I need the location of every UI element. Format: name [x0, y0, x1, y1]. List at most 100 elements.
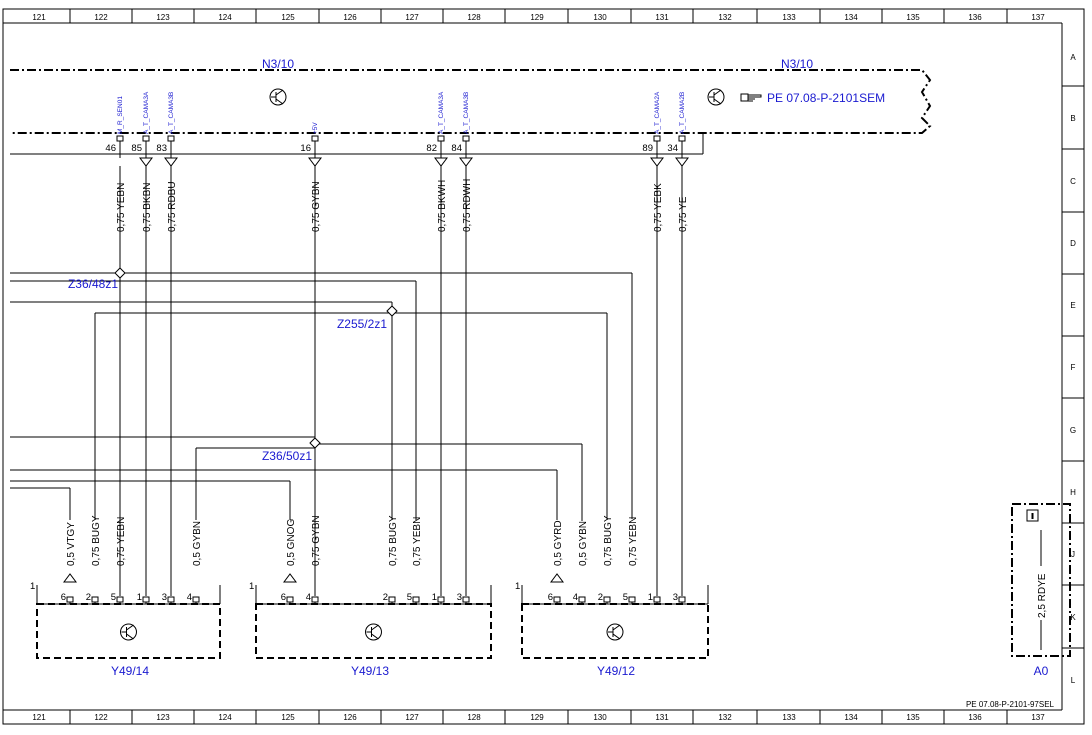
pin-socket: [653, 135, 661, 142]
column-label-top: 137: [1031, 13, 1045, 22]
shield-arrow: [139, 157, 153, 167]
ground-wire-label: 2,5 RDYE: [1037, 573, 1048, 618]
pin-signal-label: M_R_SEN01: [117, 96, 124, 134]
connector-pin-number: 6: [61, 592, 66, 603]
pin-signal-label: +5V: [312, 122, 319, 134]
wire-label: 0,75 YEBN: [116, 183, 127, 232]
wire-label: 0,5 GYBN: [578, 521, 589, 566]
wire-label: 0,75 BUGY: [603, 515, 614, 566]
pin-socket: [462, 135, 470, 142]
column-label-bottom: 123: [156, 713, 170, 722]
wire-label: 0,75 BKWH: [437, 180, 448, 232]
connector-pin: [167, 596, 175, 603]
transistor-circle: [120, 623, 137, 641]
splice-node: [114, 267, 126, 279]
shield-arrow: [550, 573, 564, 583]
wire-label: 0,75 RDWH: [462, 179, 473, 232]
column-label-top: 134: [844, 13, 858, 22]
column-label-bottom: 131: [655, 713, 669, 722]
column-label-top: 127: [405, 13, 419, 22]
connector-pin: [678, 596, 686, 603]
column-label-top: 131: [655, 13, 669, 22]
connector-pin: [91, 596, 99, 603]
column-label-bottom: 128: [467, 713, 481, 722]
connector-marker: 1: [249, 581, 254, 592]
wire-label: 0,75 YEBN: [412, 517, 423, 566]
connector-pin: [66, 596, 74, 603]
connector-pin-number: 4: [573, 592, 578, 603]
column-label-top: 123: [156, 13, 170, 22]
connector-pin-number: 3: [673, 592, 678, 603]
connector-pin-number: 4: [306, 592, 311, 603]
connector-pin-number: 6: [281, 592, 286, 603]
column-label-bottom: 137: [1031, 713, 1045, 722]
pin-signal-label: A_T_CAMA3A: [438, 91, 445, 134]
connector-pin-number: 4: [187, 592, 192, 603]
pin-socket: [142, 135, 150, 142]
transistor-circle: [365, 623, 382, 641]
row-label: E: [1070, 301, 1075, 310]
pin-number: 34: [667, 143, 678, 154]
transistor-icon: [120, 623, 137, 641]
connector-body: [36, 603, 221, 659]
connector-pin: [388, 596, 396, 603]
column-label-top: 132: [718, 13, 732, 22]
column-label-bottom: 134: [844, 713, 858, 722]
pin-number: 85: [131, 143, 142, 154]
connector-pin: [286, 596, 294, 603]
module-n3-10-outline: [10, 69, 932, 134]
splice-label: Z36/50z1: [262, 449, 312, 463]
info-icon: [1026, 509, 1039, 522]
row-label: L: [1071, 676, 1076, 685]
row-label: G: [1070, 426, 1076, 435]
pin-socket: [311, 135, 319, 142]
connector-pin-number: 1: [137, 592, 142, 603]
column-label-bottom: 122: [94, 713, 108, 722]
column-label-bottom: 124: [218, 713, 232, 722]
connector-pin-number: 6: [548, 592, 553, 603]
pin-number: 84: [451, 143, 462, 154]
connector-name: Y49/12: [597, 664, 635, 678]
pin-number: 82: [426, 143, 437, 154]
transistor-icon: [707, 88, 725, 106]
column-label-top: 130: [593, 13, 607, 22]
connector-pin: [553, 596, 561, 603]
shield-arrow: [308, 157, 322, 167]
connector-pin: [311, 596, 319, 603]
column-label-top: 125: [281, 13, 295, 22]
module-pin: A_T_CAMA3A 82: [426, 91, 448, 167]
pin-socket: [167, 135, 175, 142]
footer-reference: PE 07.08-P-2101-97SEL: [966, 700, 1055, 709]
row-label: F: [1071, 363, 1076, 372]
ground-box: 2,5 RDYE A0: [1011, 503, 1071, 678]
column-label-top: 124: [218, 13, 232, 22]
module-reference[interactable]: PE 07.08-P-2101SEM: [767, 91, 885, 105]
transistor-emitter: [371, 633, 379, 640]
column-label-bottom: 132: [718, 713, 732, 722]
wire-label: 0,5 VTGY: [66, 522, 77, 566]
pin-number: 16: [300, 143, 311, 154]
splice-label: Z255/2z1: [337, 317, 387, 331]
connector-body: [521, 603, 709, 659]
connector-name: Y49/13: [351, 664, 389, 678]
module-pin: +5V 16: [300, 122, 322, 167]
connector-pin-number: 1: [432, 592, 437, 603]
wire-label: 0,75 BUGY: [91, 515, 102, 566]
shield-arrow: [675, 157, 689, 167]
transistor-collector: [126, 624, 134, 631]
connector-pin-number: 5: [623, 592, 628, 603]
row-label: A: [1070, 53, 1076, 62]
row-label: B: [1070, 114, 1075, 123]
column-label-bottom: 130: [593, 713, 607, 722]
transistor-icon: [606, 623, 624, 641]
column-label-bottom: 121: [32, 713, 46, 722]
pin-signal-label: A_T_CAMA3A: [143, 91, 150, 134]
column-label-bottom: 136: [968, 713, 982, 722]
module-label-right: N3/10: [781, 57, 813, 71]
